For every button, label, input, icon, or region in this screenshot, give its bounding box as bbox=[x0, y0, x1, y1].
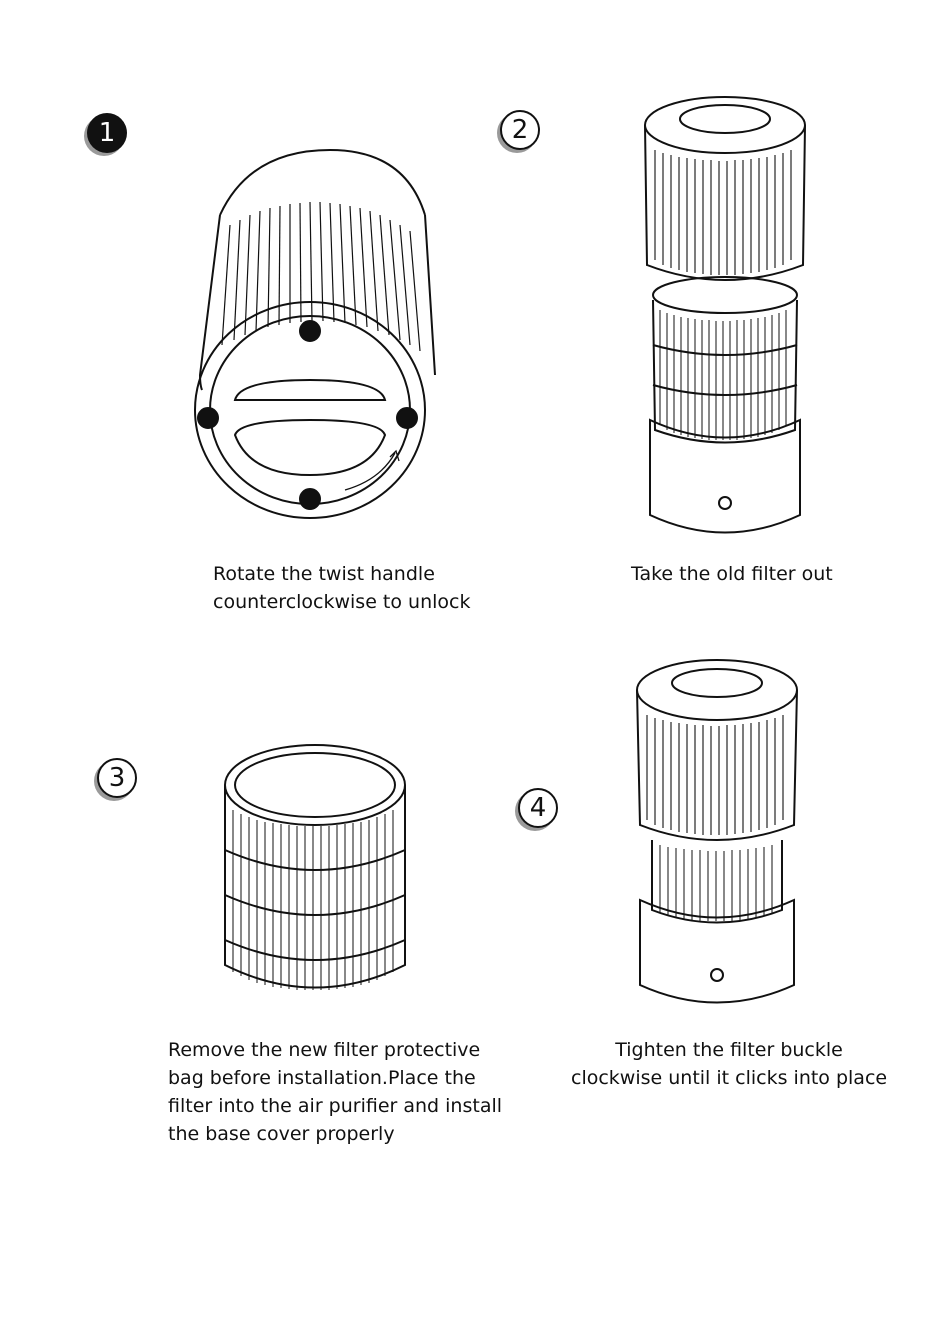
step-2-illustration bbox=[635, 95, 815, 550]
step-4-number: 4 bbox=[530, 795, 547, 821]
step-1-caption-line-2: counterclockwise to unlock bbox=[213, 588, 470, 616]
step-2-caption: Take the old filter out bbox=[631, 560, 833, 588]
step-2-caption-line-1: Take the old filter out bbox=[631, 560, 833, 588]
step-4-illustration bbox=[632, 655, 807, 1020]
step-1-caption: Rotate the twist handle counterclockwise… bbox=[213, 560, 470, 616]
step-1-number: 1 bbox=[99, 120, 116, 146]
step-1-illustration bbox=[180, 135, 450, 525]
step-3-badge: 3 bbox=[97, 758, 137, 798]
step-2-number: 2 bbox=[512, 117, 529, 143]
step-4-caption: Tighten the filter buckle clockwise unti… bbox=[571, 1036, 887, 1092]
step-4-caption-line-1: Tighten the filter buckle bbox=[571, 1036, 887, 1064]
step-3-illustration bbox=[215, 740, 415, 1005]
step-4-badge: 4 bbox=[518, 788, 558, 828]
step-4-caption-line-2: clockwise until it clicks into place bbox=[571, 1064, 887, 1092]
step-3-number: 3 bbox=[109, 765, 126, 791]
step-1-caption-line-1: Rotate the twist handle bbox=[213, 560, 470, 588]
step-3-caption-line-1: Remove the new filter protective bbox=[168, 1036, 502, 1064]
step-2-badge: 2 bbox=[500, 110, 540, 150]
step-3-caption-line-2: bag before installation.Place the bbox=[168, 1064, 502, 1092]
step-3-caption-line-4: the base cover properly bbox=[168, 1120, 502, 1148]
step-3-caption: Remove the new filter protective bag bef… bbox=[168, 1036, 502, 1148]
step-1-badge: 1 bbox=[87, 113, 127, 153]
step-3-caption-line-3: filter into the air purifier and install bbox=[168, 1092, 502, 1120]
